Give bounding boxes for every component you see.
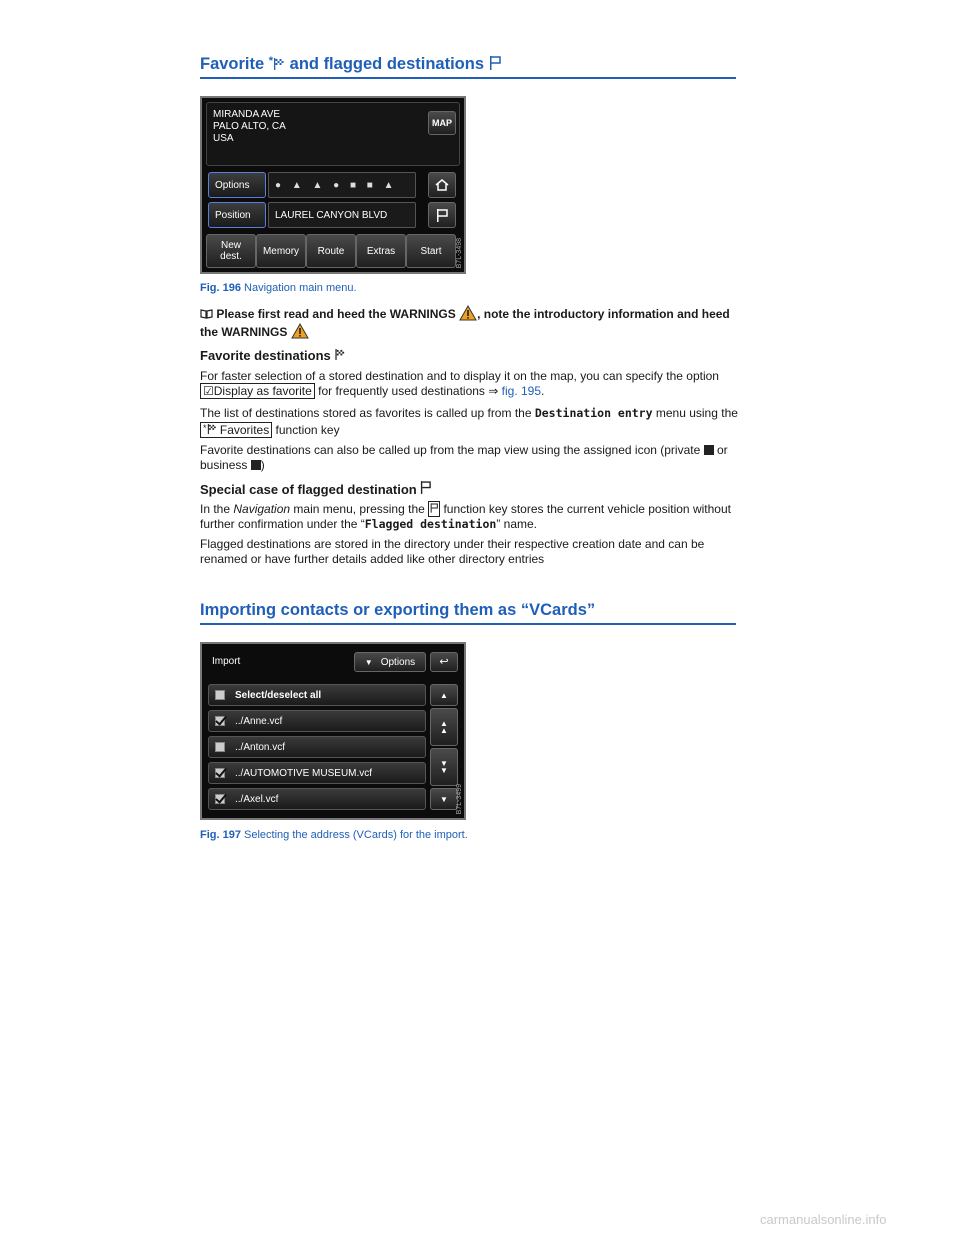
business-favorite-icon — [250, 460, 261, 470]
back-arrow-icon: ↩ — [439, 655, 449, 668]
warning-notice: Please first read and heed the WARNINGS … — [200, 305, 730, 339]
poi-category-icons: ● ▲ ▲ ● ■ ■ ▲ — [275, 179, 398, 191]
memory-button[interactable]: Memory — [256, 234, 306, 268]
book-icon — [200, 309, 213, 319]
position-field: LAUREL CANYON BLVD — [268, 202, 416, 228]
checkbox[interactable] — [215, 794, 225, 804]
import-vcards-screenshot: Import ▼Options ↩ Select/deselect all ..… — [200, 642, 466, 820]
list-item[interactable]: Select/deselect all — [208, 684, 426, 706]
back-button[interactable]: ↩ — [430, 652, 458, 672]
double-arrow-up-icon: ▲▲ — [440, 719, 448, 735]
arrow-up-icon: ▲ — [440, 690, 448, 700]
favorites-key: * Favorites — [200, 422, 273, 438]
poi-icons-bar: ● ▲ ▲ ● ■ ■ ▲ — [268, 172, 416, 198]
flag-icon — [421, 481, 432, 494]
address-line-street: MIRANDA AVE — [213, 109, 281, 120]
checkbox[interactable] — [215, 768, 225, 778]
dropdown-arrow-icon: ▼ — [364, 657, 373, 667]
list-item[interactable]: ../Anne.vcf — [208, 710, 426, 732]
favorites-paragraph-1: For faster selection of a stored destina… — [200, 369, 719, 399]
figure-code: B7L-3499 — [456, 784, 463, 815]
warning-triangle-icon — [290, 323, 309, 339]
home-icon — [435, 179, 449, 191]
home-destination-button[interactable] — [428, 172, 456, 198]
address-line-city: PALO ALTO, CA — [213, 121, 286, 132]
list-item[interactable]: ../Anton.vcf — [208, 736, 426, 758]
checkbox[interactable] — [215, 690, 225, 700]
private-favorite-icon — [703, 445, 714, 455]
figure-196-caption: Fig. 196 Navigation main menu. — [200, 282, 357, 294]
double-arrow-down-icon: ▼▼ — [440, 759, 448, 775]
flagged-paragraph-1: In the Navigation main menu, pressing th… — [200, 501, 731, 531]
favorites-paragraph-3: Favorite destinations can also be called… — [200, 443, 728, 472]
figure-197-caption: Fig. 197 Selecting the address (VCards) … — [200, 829, 468, 841]
flag-icon — [437, 208, 448, 222]
scroll-down-button[interactable]: ▼ — [430, 788, 458, 810]
figure-code: B7L-3498 — [456, 238, 463, 269]
favorites-paragraph-2: The list of destinations stored as favor… — [200, 406, 738, 438]
map-button[interactable]: MAP — [428, 111, 456, 135]
page-up-button[interactable]: ▲▲ — [430, 708, 458, 746]
arrow-down-icon: ▼ — [440, 794, 448, 804]
checkered-flag-icon — [335, 349, 345, 360]
start-button[interactable]: Start — [406, 234, 456, 268]
new-destination-button[interactable]: New dest. — [206, 234, 256, 268]
navigation-main-menu-screenshot: MIRANDA AVE PALO ALTO, CA USA MAP Option… — [200, 96, 466, 274]
page-down-button[interactable]: ▼▼ — [430, 748, 458, 786]
list-item[interactable]: ../AUTOMOTIVE MUSEUM.vcf — [208, 762, 426, 784]
flag-icon — [489, 56, 501, 70]
section-heading-favorites: Favorite * and flagged destinations — [200, 55, 736, 79]
checkbox[interactable] — [215, 742, 225, 752]
favorite-destinations-heading: Favorite destinations — [200, 348, 346, 363]
route-button[interactable]: Route — [306, 234, 356, 268]
options-button[interactable]: Options — [208, 172, 266, 198]
import-header: Import ▼Options ↩ — [204, 648, 462, 674]
address-line-country: USA — [213, 133, 234, 144]
flag-destination-button[interactable] — [428, 202, 456, 228]
flagged-destination-heading: Special case of flagged destination — [200, 481, 432, 497]
flagged-paragraph-2: Flagged destinations are stored in the d… — [200, 537, 705, 566]
list-item[interactable]: ../Axel.vcf — [208, 788, 426, 810]
position-button[interactable]: Position — [208, 202, 266, 228]
warning-triangle-icon — [459, 305, 477, 321]
checkered-flag-icon — [274, 58, 284, 70]
checkered-flag-icon — [207, 424, 216, 434]
flag-icon — [430, 503, 438, 513]
scroll-up-button[interactable]: ▲ — [430, 684, 458, 706]
import-title: Import — [212, 656, 241, 667]
flag-key — [428, 501, 441, 517]
fig-195-link[interactable]: fig. 195 — [501, 384, 542, 398]
display-as-favorite-key: ☑Display as favorite — [200, 383, 315, 399]
address-panel: MIRANDA AVE PALO ALTO, CA USA MAP — [206, 102, 460, 166]
watermark: carmanualsonline.info — [760, 1212, 887, 1227]
section-heading-import-vcards: Importing contacts or exporting them as … — [200, 601, 736, 625]
options-dropdown-button[interactable]: ▼Options — [354, 652, 426, 672]
bottom-button-bar: New dest. Memory Route Extras Start — [206, 234, 456, 268]
checkbox[interactable] — [215, 716, 225, 726]
extras-button[interactable]: Extras — [356, 234, 406, 268]
